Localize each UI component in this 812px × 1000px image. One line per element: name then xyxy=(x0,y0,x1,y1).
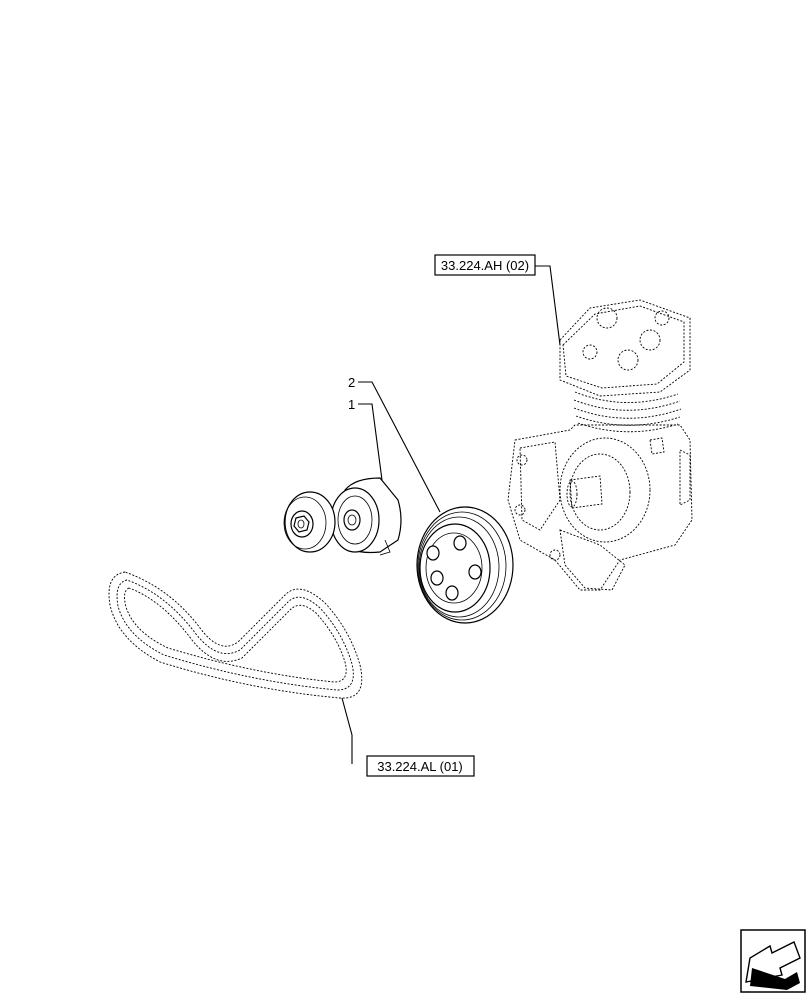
compressor-reference-label: 33.224.AH (02) xyxy=(441,258,529,273)
leader-belt xyxy=(341,697,353,764)
belt-reference-label: 33.224.AL (01) xyxy=(377,759,463,774)
leader-compressor xyxy=(534,265,561,346)
belt-reference-box[interactable]: 33.224.AL (01) xyxy=(366,755,475,777)
callout-1: 1 xyxy=(348,397,355,412)
drive-belt xyxy=(108,571,363,699)
air-compressor xyxy=(507,299,693,591)
leader-item-1 xyxy=(358,403,383,481)
belt-tensioner xyxy=(283,477,402,556)
callout-2: 2 xyxy=(348,375,355,390)
crankshaft-pulley xyxy=(416,506,514,624)
leader-item-2 xyxy=(358,381,441,513)
compressor-reference-box[interactable]: 33.224.AH (02) xyxy=(434,254,536,276)
arrow-navigation-icon[interactable] xyxy=(740,929,806,993)
